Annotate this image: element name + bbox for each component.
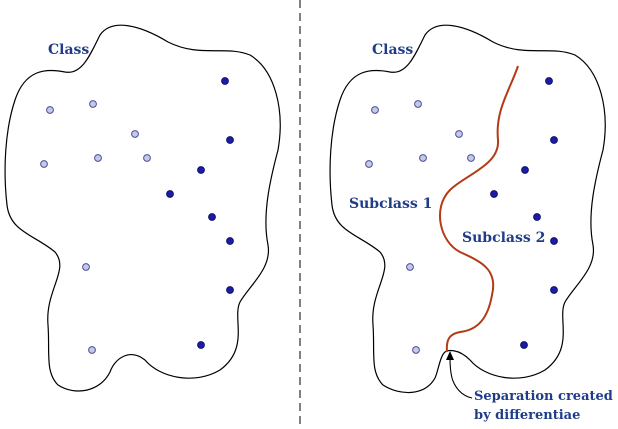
subclass2-label: Subclass 2 bbox=[462, 230, 545, 246]
point-dark bbox=[520, 341, 528, 349]
point-dark bbox=[226, 286, 234, 294]
point-dark bbox=[545, 77, 553, 85]
point-light bbox=[419, 154, 427, 162]
point-dark bbox=[226, 136, 234, 144]
point-dark bbox=[550, 136, 558, 144]
point-light bbox=[89, 100, 97, 108]
annotation-arrow-head bbox=[446, 351, 454, 360]
point-dark bbox=[221, 77, 229, 85]
point-light bbox=[467, 154, 475, 162]
point-dark bbox=[550, 286, 558, 294]
right-light-points bbox=[365, 100, 475, 354]
point-light bbox=[131, 130, 139, 138]
point-dark bbox=[208, 213, 216, 221]
point-light bbox=[455, 130, 463, 138]
point-light bbox=[406, 263, 414, 271]
left-class-outline bbox=[4, 24, 281, 392]
point-dark bbox=[521, 166, 529, 174]
right-class-label: Class bbox=[372, 42, 413, 58]
point-light bbox=[414, 100, 422, 108]
point-light bbox=[88, 346, 96, 354]
point-light bbox=[365, 160, 373, 168]
right-class-outline bbox=[329, 24, 606, 394]
left-light-points bbox=[40, 100, 151, 354]
point-dark bbox=[226, 237, 234, 245]
subclass1-label: Subclass 1 bbox=[349, 196, 432, 212]
point-light bbox=[412, 346, 420, 354]
left-panel: Class bbox=[4, 24, 281, 392]
right-dark-points bbox=[490, 77, 558, 349]
separation-curve bbox=[438, 65, 519, 353]
point-dark bbox=[166, 190, 174, 198]
annotation-arrow-line bbox=[449, 357, 473, 399]
point-light bbox=[46, 106, 54, 114]
point-light bbox=[371, 106, 379, 114]
point-dark bbox=[550, 237, 558, 245]
point-dark bbox=[197, 166, 205, 174]
point-light bbox=[94, 154, 102, 162]
point-dark bbox=[197, 341, 205, 349]
point-light bbox=[143, 154, 151, 162]
right-panel: Class Subclass 1 Subclass 2 Separation bbox=[329, 24, 613, 423]
point-light bbox=[40, 160, 48, 168]
left-class-label: Class bbox=[48, 42, 89, 58]
point-dark bbox=[533, 213, 541, 221]
point-dark bbox=[490, 190, 498, 198]
annotation-line-1: Separation created bbox=[474, 389, 613, 404]
annotation-line-2: by differentiae bbox=[474, 408, 580, 423]
point-light bbox=[82, 263, 90, 271]
left-dark-points bbox=[166, 77, 234, 349]
